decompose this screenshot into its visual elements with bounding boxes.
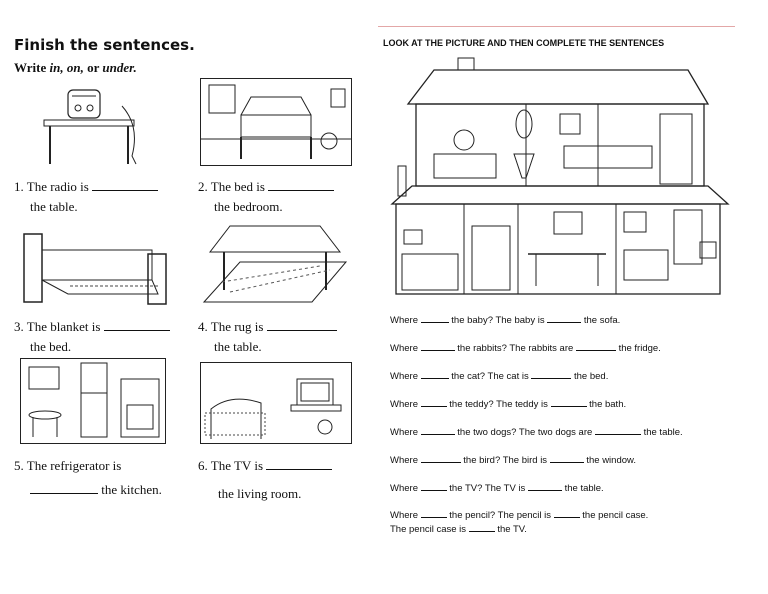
- q8-blank-2[interactable]: [553, 508, 580, 518]
- q5-blank-2[interactable]: [594, 425, 641, 435]
- instruction-opt-under: under.: [102, 60, 137, 75]
- sentence-1: 1. The radio is the table.: [14, 177, 159, 217]
- q1-blank-1[interactable]: [420, 313, 449, 323]
- kitchen-illustration: [20, 358, 166, 444]
- instruction-or: or: [87, 60, 100, 75]
- bed-blanket-illustration: [23, 233, 167, 305]
- worksheet-title: Finish the sentences.: [14, 36, 195, 54]
- rug-table-illustration: [202, 225, 348, 303]
- q6-blank-2[interactable]: [549, 453, 584, 463]
- blank-1[interactable]: [92, 181, 159, 191]
- extra-blank[interactable]: [468, 522, 495, 532]
- q8-blank-1[interactable]: [420, 508, 447, 518]
- q6-blank-1[interactable]: [420, 453, 461, 463]
- question-3: Where the cat? The cat is the bed.: [390, 369, 609, 382]
- q2-blank-2[interactable]: [575, 341, 616, 351]
- blank-5[interactable]: [30, 484, 98, 494]
- blank-2[interactable]: [268, 181, 335, 191]
- sentence-3: 3. The blanket is the bed.: [14, 317, 170, 357]
- q7-blank-2[interactable]: [527, 481, 562, 491]
- blank-3[interactable]: [103, 321, 170, 331]
- q4-blank-1[interactable]: [420, 397, 447, 407]
- question-5: Where the two dogs? The two dogs are the…: [390, 425, 683, 438]
- q1-blank-2[interactable]: [547, 313, 582, 323]
- q7-blank-1[interactable]: [420, 481, 447, 491]
- q3-blank-2[interactable]: [531, 369, 572, 379]
- q4-blank-2[interactable]: [550, 397, 587, 407]
- house-illustration: [390, 57, 730, 295]
- living-room-illustration: [200, 362, 352, 444]
- blank-6[interactable]: [266, 460, 333, 470]
- sentence-6: 6. The TV is the living room.: [198, 456, 333, 504]
- blank-4[interactable]: [266, 321, 337, 331]
- instruction-opt-on: on,: [66, 60, 84, 75]
- right-title: LOOK AT THE PICTURE AND THEN COMPLETE TH…: [383, 38, 665, 48]
- instruction: Write in, on, or under.: [14, 60, 137, 76]
- question-6: Where the bird? The bird is the window.: [390, 453, 636, 466]
- question-2: Where the rabbits? The rabbits are the f…: [390, 341, 661, 354]
- question-8: Where the pencil? The pencil is the penc…: [390, 508, 649, 535]
- radio-table-illustration: [43, 89, 137, 165]
- question-1: Where the baby? The baby is the sofa.: [390, 313, 621, 326]
- sentence-2: 2. The bed is the bedroom.: [198, 177, 335, 217]
- extra-sentence: The pencil case is the TV.: [390, 524, 527, 535]
- sentence-4: 4. The rug is the table.: [198, 317, 337, 357]
- q5-blank-1[interactable]: [420, 425, 455, 435]
- sentence-5: 5. The refrigerator is the kitchen.: [14, 458, 162, 497]
- q2-blank-1[interactable]: [420, 341, 455, 351]
- instruction-opt-in: in,: [49, 60, 64, 75]
- instruction-prefix: Write: [14, 60, 47, 75]
- question-4: Where the teddy? The teddy is the bath.: [390, 397, 627, 410]
- divider-line: [378, 26, 735, 27]
- question-7: Where the TV? The TV is the table.: [390, 481, 604, 494]
- q3-blank-1[interactable]: [420, 369, 449, 379]
- bedroom-illustration: [200, 78, 352, 166]
